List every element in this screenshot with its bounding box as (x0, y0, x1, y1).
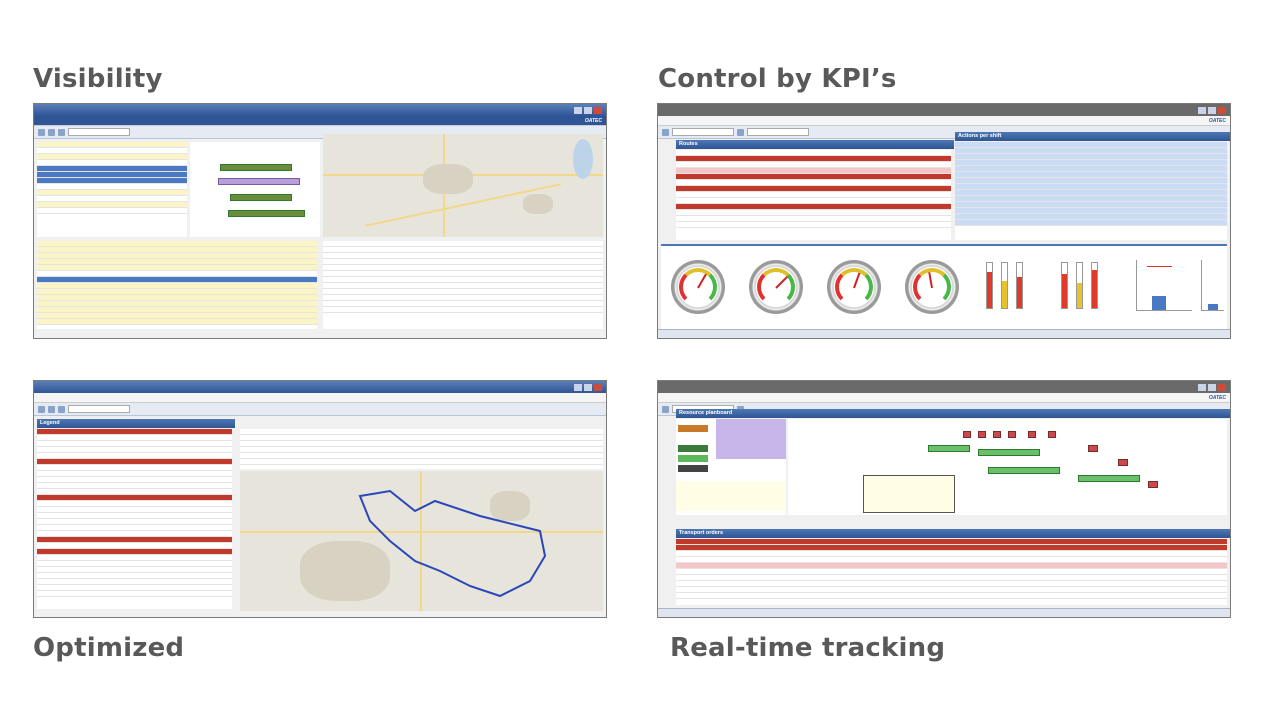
close-icon[interactable] (594, 106, 602, 114)
toolbar-field[interactable] (68, 128, 130, 136)
minimize-icon[interactable] (1198, 383, 1206, 391)
planboard-resources (676, 419, 786, 515)
transport-orders-grid (676, 539, 1227, 605)
heading-visibility: Visibility (33, 64, 163, 94)
map-view[interactable] (323, 134, 603, 237)
maximize-icon[interactable] (1208, 106, 1216, 114)
brand-logo: OATEC (1208, 394, 1226, 401)
toolbar-button[interactable] (38, 405, 45, 413)
minimize-icon[interactable] (574, 106, 582, 114)
orders-grid (37, 241, 317, 329)
legend-grid (37, 429, 232, 609)
routes-grid (676, 150, 951, 240)
maximize-icon[interactable] (584, 383, 592, 391)
resource-planboard-title: Resource planboard (676, 409, 1230, 418)
kpi-thermometer (1001, 262, 1008, 309)
screenshot-real-time-tracking: OATEC Resource planboard Transport order… (657, 380, 1231, 618)
kpi-thermometer (986, 262, 993, 309)
menu-bar: OATEC (658, 116, 1230, 126)
toolbar-button[interactable] (662, 405, 669, 413)
window-titlebar (658, 381, 1230, 393)
kpi-gauge (749, 260, 803, 314)
kpi-thermometer (1076, 262, 1083, 309)
heading-control-by-kpis: Control by KPI’s (658, 64, 897, 94)
actions-grid (955, 142, 1227, 240)
kpi-thermometer (1016, 262, 1023, 309)
toolbar-field[interactable] (747, 128, 809, 136)
toolbar (34, 403, 606, 416)
kpi-gauge (905, 260, 959, 314)
transport-orders-title: Transport orders (676, 529, 1230, 538)
minimize-icon[interactable] (574, 383, 582, 391)
brand-logo: OATEC (584, 117, 602, 124)
toolbar-button[interactable] (38, 128, 45, 136)
kpi-gauge (827, 260, 881, 314)
screenshot-optimized: Legend (33, 380, 607, 618)
screenshot-visibility: OATEC (33, 103, 607, 339)
shift-tooltip (863, 475, 955, 513)
route-map[interactable] (240, 471, 603, 611)
transports-grid (323, 241, 603, 329)
kpi-thermometer (1091, 262, 1098, 309)
close-icon[interactable] (1218, 383, 1226, 391)
minimize-icon[interactable] (1198, 106, 1206, 114)
gantt-view (190, 142, 320, 237)
close-icon[interactable] (1218, 106, 1226, 114)
kpi-bar-chart (1136, 260, 1192, 311)
shift-grid (37, 142, 187, 237)
maximize-icon[interactable] (584, 106, 592, 114)
toolbar-button[interactable] (58, 128, 65, 136)
toolbar-field[interactable] (672, 128, 734, 136)
kpi-gauge (671, 260, 725, 314)
menu-bar: OATEC (658, 393, 1230, 403)
heading-real-time-tracking: Real-time tracking (670, 633, 946, 663)
screenshot-control-by-kpis: OATEC Routes Actions per shift (657, 103, 1231, 339)
toolbar-button[interactable] (662, 128, 669, 136)
close-icon[interactable] (594, 383, 602, 391)
menu-bar: OATEC (34, 116, 606, 126)
actions-per-shift-title: Actions per shift (955, 132, 1230, 141)
window-titlebar (658, 104, 1230, 116)
toolbar-button[interactable] (48, 128, 55, 136)
route-details-grid (240, 429, 603, 469)
window-titlebar (34, 104, 606, 116)
toolbar-field[interactable] (68, 405, 130, 413)
toolbar-button[interactable] (48, 405, 55, 413)
route-path (358, 489, 547, 598)
kpi-dashboard (661, 244, 1227, 330)
brand-logo: OATEC (1208, 117, 1226, 124)
planboard-gantt[interactable] (788, 419, 1227, 515)
status-bar (658, 329, 1230, 338)
legend-panel-title: Legend (37, 419, 235, 428)
heading-optimized: Optimized (33, 633, 185, 663)
window-titlebar (34, 381, 606, 393)
maximize-icon[interactable] (1208, 383, 1216, 391)
toolbar-button[interactable] (58, 405, 65, 413)
toolbar-button[interactable] (737, 128, 744, 136)
routes-panel-title: Routes (676, 140, 954, 149)
kpi-thermometer (1061, 262, 1068, 309)
status-bar (658, 608, 1230, 617)
menu-bar (34, 393, 606, 403)
kpi-bar-chart (1201, 260, 1224, 311)
